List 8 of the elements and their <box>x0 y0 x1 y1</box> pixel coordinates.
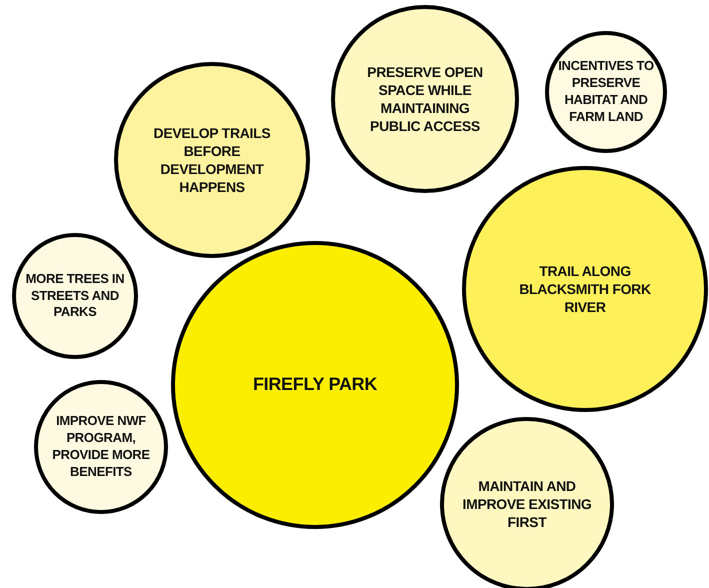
idea-label: INCENTIVES TO PRESERVE HABITAT AND FARM LAND <box>557 58 655 126</box>
idea-label: FIREFLY PARK <box>252 373 378 396</box>
idea-label: PRESERVE OPEN SPACE WHILE MAINTAINING PUBLIC ACCESS <box>366 62 484 136</box>
idea-label: IMPROVE NWF PROGRAM, PROVIDE MORE BENEFITS <box>51 413 151 481</box>
idea-label: MORE TREES IN STREETS AND PARKS <box>24 270 126 322</box>
idea-label: DEVELOP TRAILS BEFORE DEVELOPMENT HAPPENS <box>152 124 272 196</box>
idea-label: TRAIL ALONG BLACKSMITH FORK RIVER <box>518 262 652 316</box>
idea-label: MAINTAIN AND IMPROVE EXISTING FIRST <box>462 476 592 532</box>
